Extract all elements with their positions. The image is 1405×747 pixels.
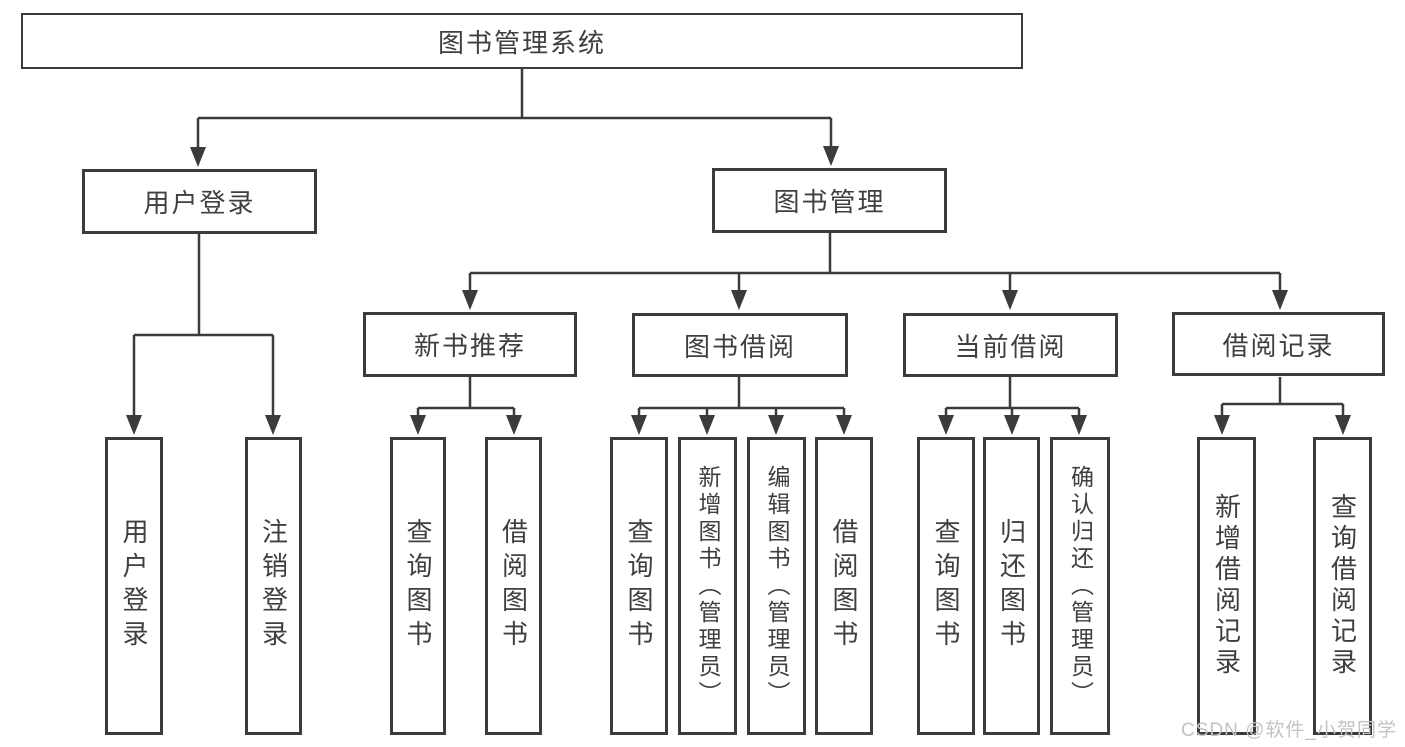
arrow-down-icon: [823, 146, 839, 166]
node-library-system-label: 图书管理系统: [437, 27, 606, 58]
leaf-borrow-books-2: 借阅图书: [815, 437, 873, 735]
leaf-borrow-books-2-label: 借阅图书: [829, 518, 859, 654]
leaf-logout-label: 注销登录: [258, 518, 289, 654]
leaf-query-books-3: 查询图书: [917, 437, 975, 735]
leaf-return-books: 归还图书: [983, 437, 1040, 735]
node-borrowing-records-label: 借阅记录: [1222, 330, 1335, 361]
node-book-management-label: 图书管理: [773, 187, 886, 217]
leaf-return-books-label: 归还图书: [996, 518, 1027, 654]
leaf-confirm-return-admin: 确认归还（管理员）: [1050, 437, 1110, 735]
leaf-add-borrow-record: 新增借阅记录: [1197, 437, 1256, 735]
node-book-borrowing-label: 图书借阅: [683, 331, 796, 362]
node-user-login: 用户登录: [82, 169, 317, 234]
node-current-borrowing: 当前借阅: [903, 313, 1118, 377]
connector-book-borrow: [637, 377, 846, 422]
arrow-down-icon: [1004, 415, 1020, 435]
arrow-down-icon: [462, 290, 478, 310]
arrow-down-icon: [699, 415, 715, 435]
connector-new-book: [416, 377, 516, 422]
leaf-borrow-books-1: 借阅图书: [485, 437, 542, 735]
leaf-add-borrow-record-label: 新增借阅记录: [1211, 493, 1242, 679]
connector-root: [196, 69, 833, 152]
leaf-logout: 注销登录: [245, 437, 302, 735]
watermark: CSDN @软件_小贺同学: [1181, 720, 1397, 741]
leaf-user-login: 用户登录: [105, 437, 163, 735]
node-user-login-label: 用户登录: [143, 188, 256, 218]
arrow-down-icon: [938, 415, 954, 435]
arrow-down-icon: [1071, 415, 1087, 435]
leaf-add-book-admin: 新增图书（管理员）: [678, 437, 737, 735]
node-library-system: 图书管理系统: [21, 13, 1023, 69]
arrow-down-icon: [836, 415, 852, 435]
leaf-query-books-1: 查询图书: [390, 437, 446, 735]
leaf-user-login-label: 用户登录: [119, 518, 149, 654]
arrow-down-icon: [126, 415, 142, 435]
leaf-query-books-1-label: 查询图书: [403, 518, 433, 654]
node-borrowing-records: 借阅记录: [1172, 312, 1385, 376]
node-book-borrowing: 图书借阅: [632, 313, 848, 377]
connector-book-mgmt: [468, 233, 1282, 297]
leaf-query-books-2: 查询图书: [610, 437, 668, 735]
connector-borrow-records: [1220, 377, 1345, 422]
leaf-edit-book-admin: 编辑图书（管理员）: [747, 437, 806, 735]
node-new-book-recommend-label: 新书推荐: [413, 331, 526, 361]
leaf-query-books-3-label: 查询图书: [931, 518, 961, 654]
node-new-book-recommend: 新书推荐: [363, 312, 577, 377]
connector-user-login: [132, 234, 275, 422]
arrowheads: [126, 146, 1351, 435]
leaf-borrow-books-1-label: 借阅图书: [498, 518, 529, 654]
arrow-down-icon: [731, 290, 747, 310]
node-current-borrowing-label: 当前借阅: [954, 331, 1067, 362]
arrow-down-icon: [190, 147, 206, 167]
arrow-down-icon: [265, 415, 281, 435]
arrow-down-icon: [768, 415, 784, 435]
leaf-query-books-2-label: 查询图书: [624, 518, 654, 654]
leaf-query-borrow-record: 查询借阅记录: [1313, 437, 1372, 735]
arrow-down-icon: [1272, 290, 1288, 310]
arrow-down-icon: [1002, 290, 1018, 310]
leaf-add-book-admin-label: 新增图书（管理员）: [695, 464, 721, 708]
arrow-down-icon: [506, 415, 522, 435]
leaf-edit-book-admin-label: 编辑图书（管理员）: [764, 464, 790, 708]
arrow-down-icon: [410, 415, 426, 435]
leaf-query-borrow-record-label: 查询借阅记录: [1327, 493, 1358, 679]
arrow-down-icon: [631, 415, 647, 435]
arrow-down-icon: [1214, 415, 1230, 435]
arrow-down-icon: [1335, 415, 1351, 435]
leaf-confirm-return-admin-label: 确认归还（管理员）: [1067, 464, 1094, 708]
node-book-management: 图书管理: [712, 168, 947, 233]
